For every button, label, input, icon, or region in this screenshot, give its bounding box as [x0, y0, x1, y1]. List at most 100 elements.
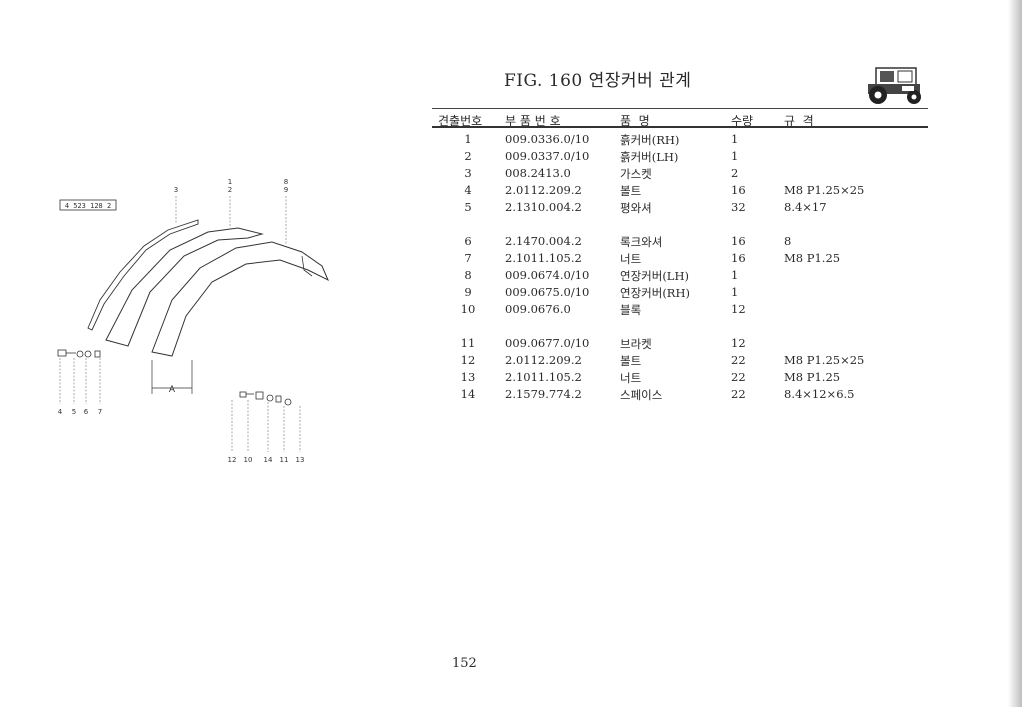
cell-spec: 8.4×17	[784, 200, 827, 214]
reference-code: 4 523 128 2	[65, 202, 111, 210]
cell-part-name: 볼트	[620, 354, 642, 368]
callout-3: 3	[174, 186, 178, 194]
callout-11: 11	[280, 456, 289, 464]
header-part-name: 품 명	[620, 114, 650, 128]
table-row: 10 009.0676.0 블록 12	[432, 302, 928, 319]
cell-spec: M8 P1.25	[784, 370, 841, 384]
cell-part-name: 록크와셔	[620, 235, 663, 249]
table-row: 5 2.1310.004.2 평와셔 32 8.4×17	[432, 200, 928, 217]
cell-part-number: 2.0112.209.2	[505, 183, 582, 197]
reference-code-box: 4 523 128 2	[59, 199, 117, 211]
header-quantity: 수량	[731, 114, 754, 128]
cell-part-name: 너트	[620, 371, 642, 385]
cell-part-number: 009.0336.0/10	[505, 132, 590, 146]
cell-item-no: 11	[460, 336, 476, 350]
cell-part-number: 2.0112.209.2	[505, 353, 582, 367]
cell-part-name: 연장커버(LH)	[620, 269, 689, 283]
cell-part-number: 2.1011.105.2	[505, 370, 582, 384]
table-header-rule	[432, 126, 928, 128]
callout-13: 13	[296, 456, 305, 464]
cell-item-no: 5	[464, 200, 472, 214]
table-row: 4 2.0112.209.2 볼트 16 M8 P1.25×25	[432, 183, 928, 200]
cell-part-name: 너트	[620, 252, 642, 266]
cell-quantity: 16	[731, 234, 746, 248]
callout-1: 1	[228, 178, 232, 186]
callout-10: 10	[244, 456, 253, 464]
cell-quantity: 22	[731, 387, 746, 401]
cell-item-no: 1	[464, 132, 472, 146]
cell-part-number: 009.0674.0/10	[505, 268, 590, 282]
table-row: 11 009.0677.0/10 브라켓 12	[432, 336, 928, 353]
cell-quantity: 16	[731, 251, 746, 265]
cell-quantity: 16	[731, 183, 746, 197]
callout-6: 6	[84, 408, 89, 416]
cell-part-number: 008.2413.0	[505, 166, 571, 180]
cell-part-name: 볼트	[620, 184, 642, 198]
cell-part-name: 스페이스	[620, 388, 663, 402]
parts-diagram: 4 523 128 2 A 3 1 2 8 9 4 5 6 7	[57, 178, 329, 464]
header-part-number: 부 품 번 호	[505, 114, 561, 128]
table-row: 14 2.1579.774.2 스페이스 22 8.4×12×6.5	[432, 387, 928, 404]
callout-2: 2	[228, 186, 232, 194]
cell-quantity: 1	[731, 132, 739, 146]
cell-item-no: 4	[464, 183, 472, 197]
cell-part-name: 블록	[620, 303, 642, 317]
cell-quantity: 22	[731, 370, 746, 384]
cell-quantity: 22	[731, 353, 746, 367]
callout-9: 9	[284, 186, 288, 194]
table-row: 8 009.0674.0/10 연장커버(LH) 1	[432, 268, 928, 285]
cell-quantity: 32	[731, 200, 746, 214]
cell-item-no: 10	[460, 302, 476, 316]
cell-part-number: 009.0676.0	[505, 302, 571, 316]
cell-item-no: 7	[464, 251, 472, 265]
bolt-set-left	[57, 349, 101, 358]
cell-quantity: 12	[731, 302, 746, 316]
cell-part-name: 연장커버(RH)	[620, 286, 690, 300]
bolt-set-right	[239, 391, 292, 406]
cell-part-number: 009.0677.0/10	[505, 336, 590, 350]
cell-quantity: 1	[731, 149, 739, 163]
cell-spec: M8 P1.25×25	[784, 183, 865, 197]
callout-12: 12	[228, 456, 237, 464]
extension-cover-outer	[105, 227, 264, 347]
callout-7: 7	[98, 408, 102, 416]
cell-quantity: 12	[731, 336, 746, 350]
table-row: 6 2.1470.004.2 록크와셔 16 8	[432, 234, 928, 251]
cell-quantity: 1	[731, 285, 739, 299]
cell-part-number: 2.1579.774.2	[505, 387, 582, 401]
cell-part-number: 2.1470.004.2	[505, 234, 582, 248]
cell-spec: 8	[784, 234, 792, 248]
cell-part-name: 브라켓	[620, 337, 652, 351]
cell-part-name: 흙커버(LH)	[620, 150, 679, 164]
callout-14: 14	[264, 456, 273, 464]
cell-item-no: 9	[464, 285, 472, 299]
cell-part-number: 2.1310.004.2	[505, 200, 582, 214]
cell-spec: M8 P1.25	[784, 251, 841, 265]
gasket-strip	[87, 219, 199, 331]
header-spec: 규 격	[784, 114, 814, 128]
cell-part-name: 평와셔	[620, 201, 652, 215]
cell-quantity: 1	[731, 268, 739, 282]
cell-quantity: 2	[731, 166, 739, 180]
header-item-no: 견출번호	[438, 114, 483, 128]
tractor-icon	[868, 67, 921, 104]
cell-item-no: 12	[460, 353, 476, 367]
page-edge-shadow	[1008, 0, 1022, 707]
cell-item-no: 8	[464, 268, 472, 282]
table-row: 7 2.1011.105.2 너트 16 M8 P1.25	[432, 251, 928, 268]
cell-item-no: 14	[460, 387, 476, 401]
cell-item-no: 13	[460, 370, 476, 384]
table-top-rule	[432, 108, 928, 109]
callout-4: 4	[58, 408, 63, 416]
cell-item-no: 3	[464, 166, 472, 180]
cell-part-number: 2.1011.105.2	[505, 251, 582, 265]
table-row: 13 2.1011.105.2 너트 22 M8 P1.25	[432, 370, 928, 387]
cell-spec: 8.4×12×6.5	[784, 387, 855, 401]
mud-cover	[151, 241, 329, 357]
cell-item-no: 6	[464, 234, 472, 248]
callout-8: 8	[284, 178, 288, 186]
